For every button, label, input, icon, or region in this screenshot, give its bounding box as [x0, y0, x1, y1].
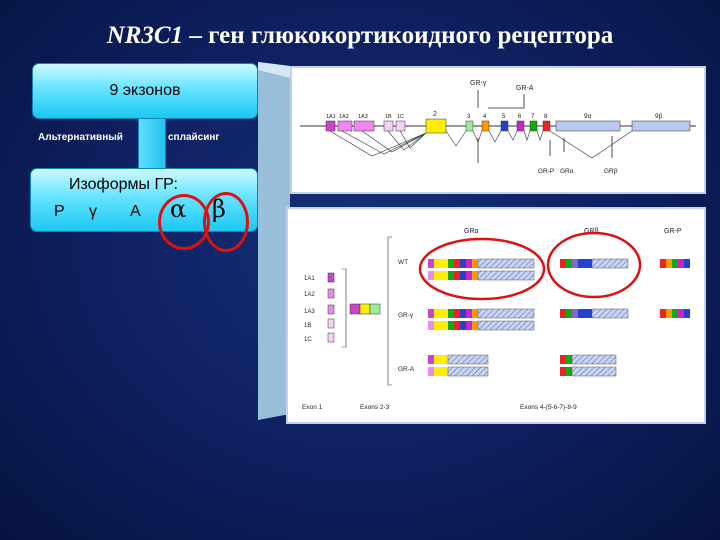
- gene-exon: [425, 118, 447, 134]
- exon-label: 9α: [584, 113, 592, 120]
- exon-label: 4: [483, 114, 487, 120]
- exon-label: 5: [502, 114, 506, 120]
- transcript-gamma-beta: [560, 308, 629, 319]
- isoform-panel-svg: GRα GRβ GR-P WT GR-γ GR-A 1A1 1A2 1A3 1B…: [302, 228, 690, 411]
- gene-exon: [383, 120, 394, 132]
- exons-box: 9 экзонов: [32, 63, 258, 119]
- isoform-row-label: GR-A: [398, 366, 415, 373]
- gene-map-top-label: GR-A: [516, 85, 534, 92]
- slide-title: NR3C1 – ген глюкокортикоидного рецептора: [0, 22, 720, 50]
- beta-highlight-ring: [203, 192, 249, 252]
- isoform-p: P: [54, 203, 65, 220]
- isoform-col-label: GR-P: [664, 228, 682, 235]
- exon-label: 3: [467, 114, 471, 120]
- transcript-gamma-p: [660, 309, 690, 318]
- transcript-wt-alpha-2: [428, 270, 535, 281]
- exon-label: 1A1: [326, 114, 336, 120]
- exon1-label: 1B: [304, 323, 311, 329]
- transcript-a-beta-2: [560, 366, 617, 377]
- beta-isoform-ring: [546, 231, 642, 299]
- isoform-col-label: GRα: [464, 228, 479, 235]
- exon-label: 1B: [385, 114, 392, 120]
- transcript-a-alpha-1: [428, 354, 489, 365]
- exon-label: 7: [531, 114, 535, 120]
- exon-label: 1C: [397, 114, 404, 120]
- exon1-label: 1A2: [304, 292, 315, 298]
- transcript-gamma-alpha-1: [428, 308, 535, 319]
- isoform-panel: GRα GRβ GR-P WT GR-γ GR-A 1A1 1A2 1A3 1B…: [286, 207, 706, 424]
- transcript-wt-beta: [560, 258, 629, 269]
- gene-exon: [337, 120, 353, 132]
- gene-exon: [555, 120, 621, 132]
- gene-map-bottom-label: GR-P: [538, 168, 554, 175]
- funnel-connector: [258, 62, 290, 420]
- isoform-col-label: GRβ: [584, 228, 599, 235]
- gene-map-bottom-label: GRα: [560, 168, 574, 175]
- transcript-a-beta-1: [560, 354, 617, 365]
- exon-label: 6: [518, 114, 522, 120]
- transcript-wt-p: [660, 259, 690, 268]
- gene-exon: [500, 120, 509, 132]
- exon-label: 9β: [655, 113, 663, 120]
- gene-exon: [529, 120, 538, 132]
- gene-exon: [481, 120, 490, 132]
- exon-label: 1A2: [339, 114, 349, 120]
- transcript-a-alpha-2: [428, 366, 489, 377]
- gene-exon: [542, 120, 551, 132]
- isoforms-title: Изоформы ГР:: [69, 176, 178, 193]
- footer-label: Exons 2-3: [360, 404, 390, 411]
- transcript-wt-alpha-1: [428, 258, 535, 269]
- gene-map-svg: GR-γ GR-A 1A1 1A2 1A3 1B 1C 2 3 4 5 6 7 …: [300, 80, 696, 175]
- gene-map-bottom-label: GRβ: [604, 168, 618, 175]
- isoform-row-label: GR-γ: [398, 312, 414, 319]
- isoform-row-label: WT: [398, 259, 408, 266]
- exon1-label: 1C: [304, 337, 312, 343]
- footer-label: Exon 1: [302, 404, 323, 411]
- gene-exon: [516, 120, 525, 132]
- splicing-label-left: Альтернативный: [38, 132, 123, 143]
- exon1-label: 1A1: [304, 276, 315, 282]
- title-rest: – ген глюкокортикоидного рецептора: [183, 22, 614, 49]
- gene-exon: [325, 120, 336, 132]
- splicing-label-right: сплайсинг: [168, 132, 220, 143]
- exon-label: 2: [433, 111, 437, 118]
- splicing-arrow: [138, 116, 166, 170]
- gene-exon: [395, 120, 406, 132]
- alpha-isoform-ring: [418, 237, 546, 301]
- isoform-gamma: γ: [89, 203, 97, 220]
- gene-map-panel: GR-γ GR-A 1A1 1A2 1A3 1B 1C 2 3 4 5 6 7 …: [290, 66, 706, 194]
- gene-name: NR3C1: [106, 22, 184, 49]
- footer-label: Exons 4-(5-6-7)-8-9: [520, 404, 577, 411]
- gene-map-top-label: GR-γ: [470, 80, 487, 87]
- exon-label: 1A3: [358, 114, 368, 120]
- exons-count-label: 9 экзонов: [109, 82, 181, 99]
- exon1-label: 1A3: [304, 309, 315, 315]
- gene-exon: [465, 120, 474, 132]
- gene-exon: [631, 120, 691, 132]
- gene-exon: [353, 120, 375, 132]
- isoform-a: A: [130, 203, 141, 220]
- transcript-gamma-alpha-2: [428, 320, 535, 331]
- exon-label: 8: [544, 114, 548, 120]
